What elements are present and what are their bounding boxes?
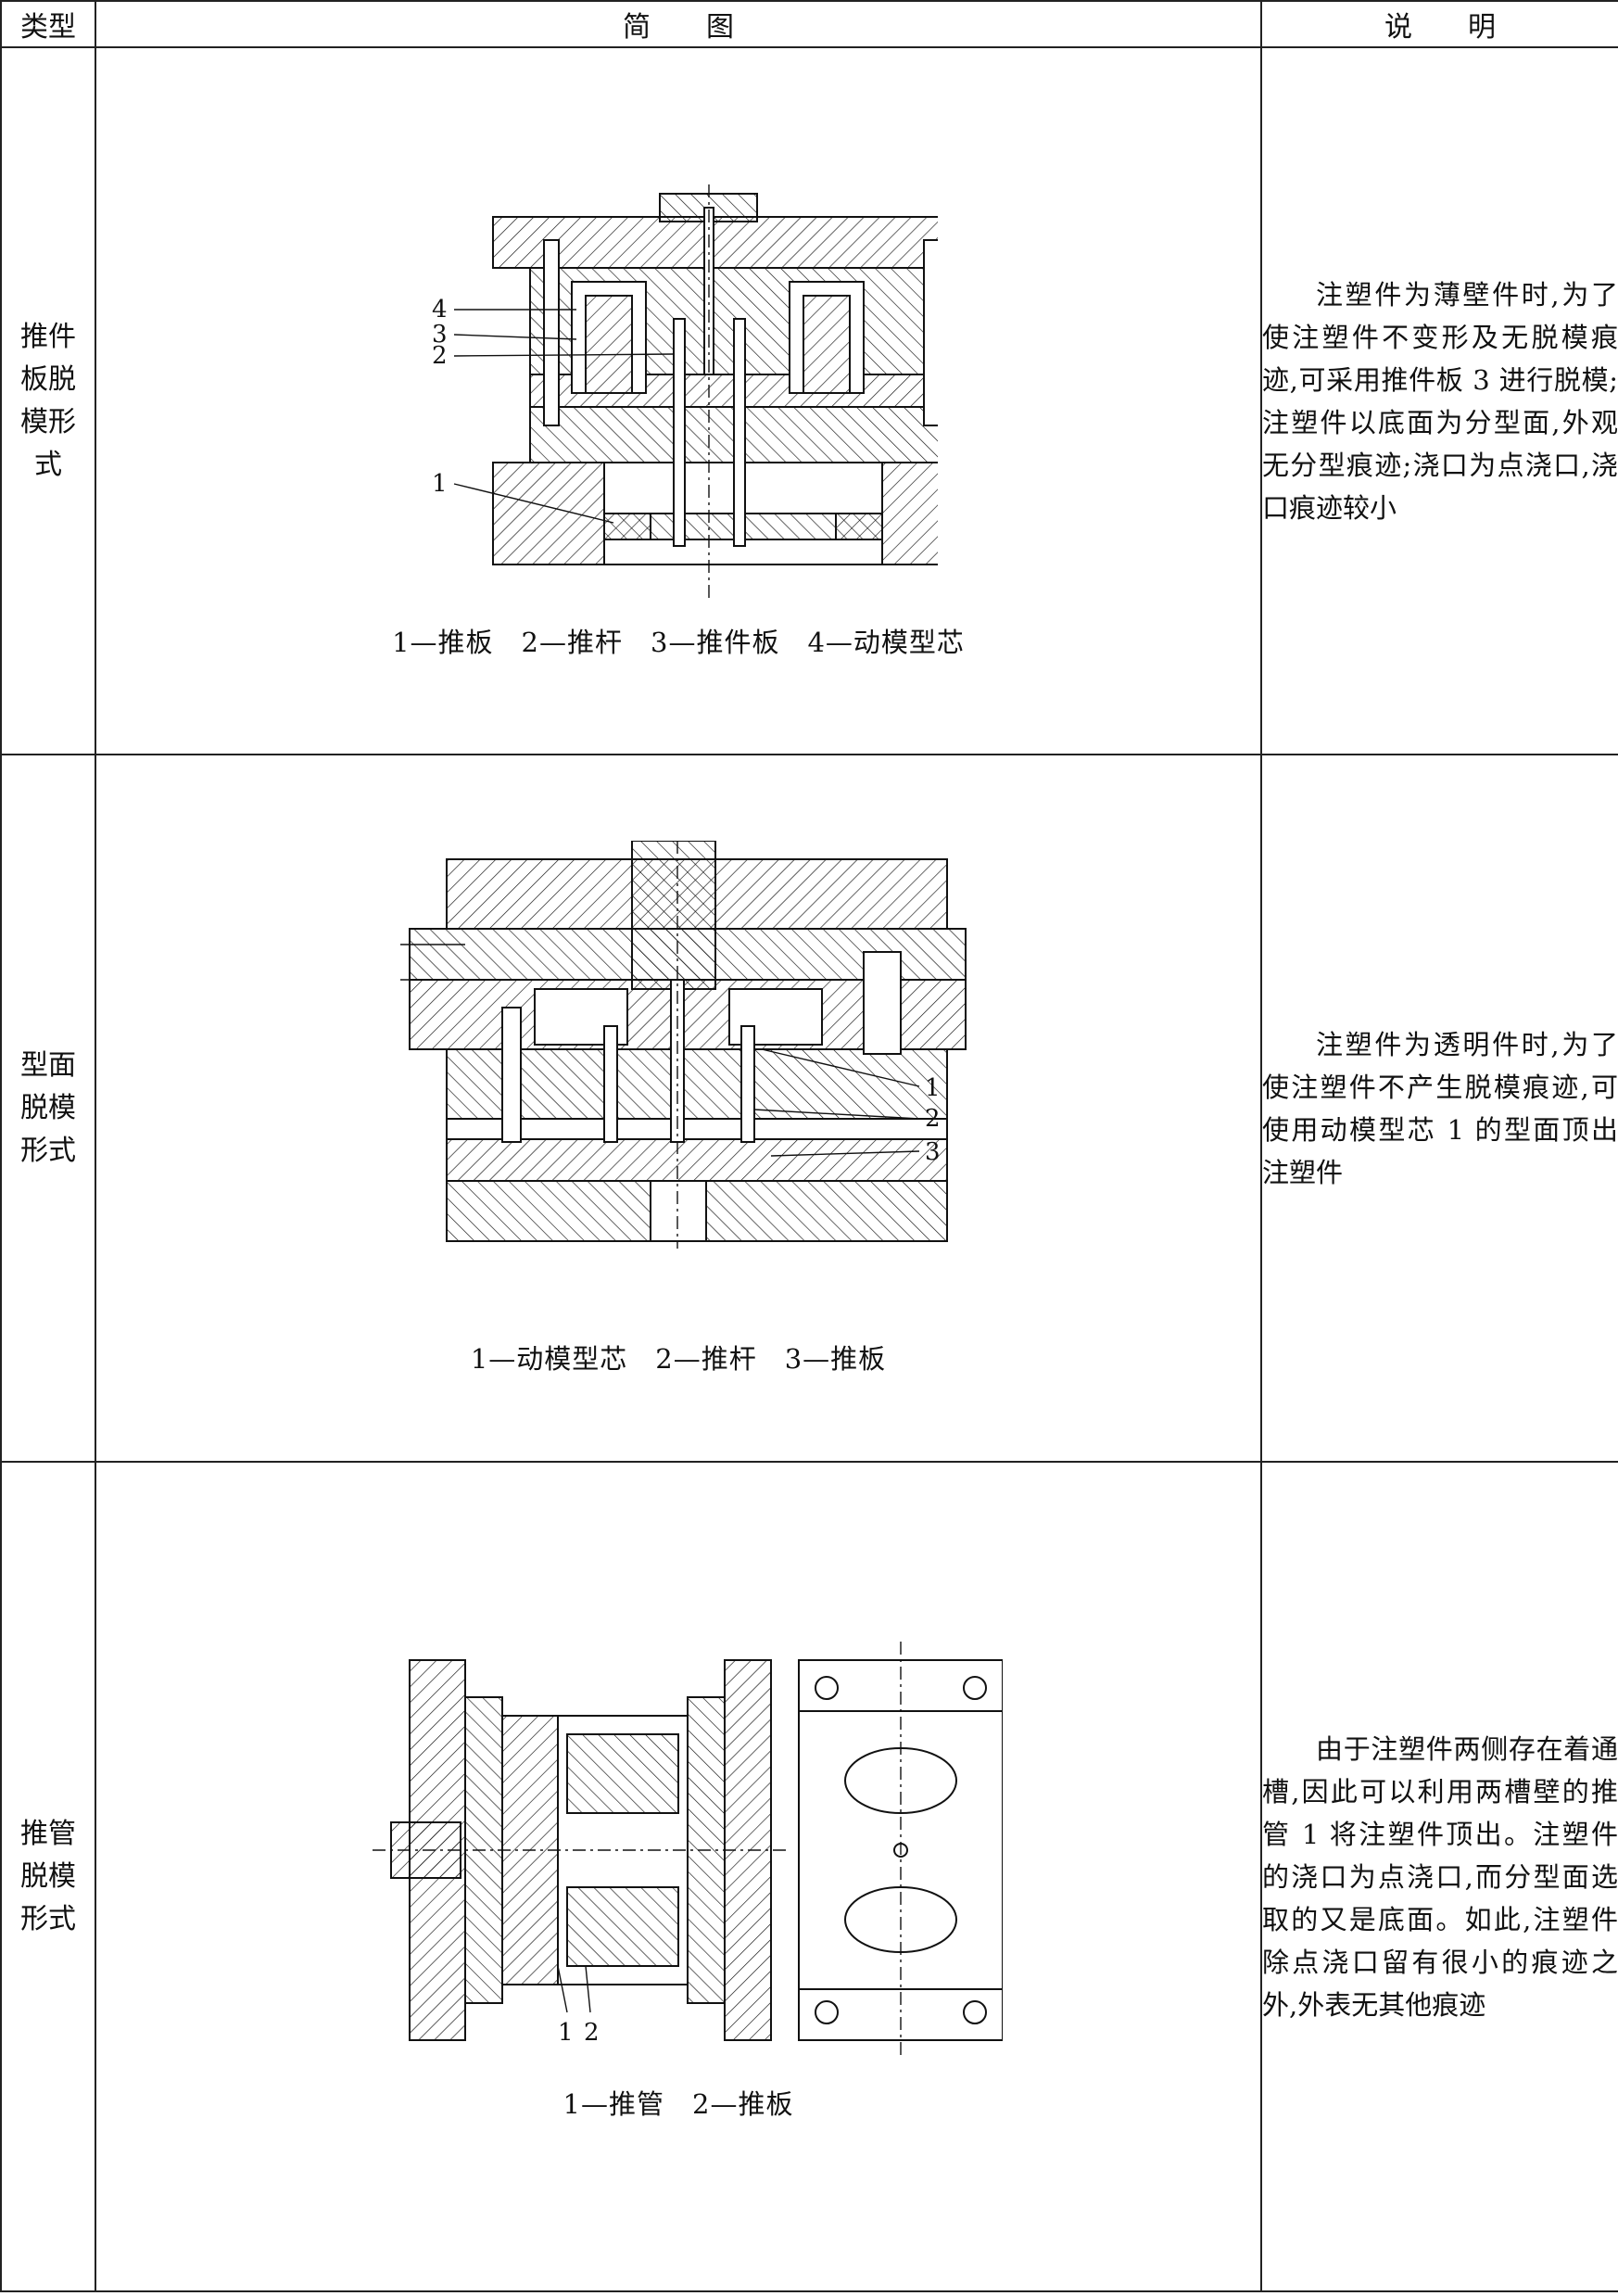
type-line: 推管 [20,1817,76,1850]
type-cell: 推件 板脱 模形 式 [0,46,96,755]
header-description: 说 明 [1260,0,1618,48]
figure-caption: 1—动模型芯 2—推杆 3—推板 [470,1342,887,1375]
callout-label: 2 [925,1105,941,1133]
description-cell: 由于注塑件两侧存在着通槽,因此可以利用两槽壁的推管 1 将注塑件顶出。注塑件的浇… [1260,1461,1618,2292]
type-line: 板脱 [20,362,76,396]
type-line: 形式 [20,1902,76,1935]
callout-label: 3 [432,321,448,349]
figure-cell: 4 3 2 1 1—推板 2—推杆 3—推件板 4—动模型芯 [95,46,1262,755]
table-row: 推管 脱模 形式 1 2 [0,1461,1618,2292]
type-line: 式 [34,448,62,481]
callout-label: 1 [432,470,448,498]
figure-caption: 1—推管 2—推板 [563,2087,794,2120]
callout-label: 1 [925,1074,941,1102]
description-cell: 注塑件为透明件时,为了使注塑件不产生脱模痕迹,可使用动模型芯 1 的型面顶出注塑… [1260,754,1618,1463]
type-line: 推件 [20,320,76,353]
stripper-plate-mold-drawing: 4 3 2 1 [432,184,938,602]
type-cell: 型面 脱模 形式 [0,754,96,1463]
header-row: 类型 简 图 说 明 [0,0,1618,48]
type-cell: 推管 脱模 形式 [0,1461,96,2292]
table-row: 型面 脱模 形式 [0,754,1618,1463]
figure-cell: 1 2 3 1—动模型芯 2—推杆 3—推板 [95,754,1262,1463]
description-text: 注塑件为薄壁件时,为了使注塑件不变形及无脱模痕迹,可采用推件板 3 进行脱模;注… [1262,278,1618,524]
description-text: 注塑件为透明件时,为了使注塑件不产生脱模痕迹,可使用动模型芯 1 的型面顶出注塑… [1262,1028,1618,1188]
callout-label: 2 [432,342,448,370]
type-line: 型面 [20,1048,76,1082]
figure-cell: 1 2 1—推管 2—推板 [95,1461,1262,2292]
figure-caption: 1—推板 2—推杆 3—推件板 4—动模型芯 [392,626,965,658]
header-figure: 简 图 [95,0,1262,48]
callout-label: 4 [432,296,448,323]
callout-label: 1 [558,2019,574,2047]
table-row: 推件 板脱 模形 式 [0,46,1618,755]
header-type: 类型 [0,0,96,48]
callout-label: 2 [584,2019,600,2047]
ejector-sleeve-mold-drawing: 1 2 [373,1641,1003,2059]
description-text: 由于注塑件两侧存在着通槽,因此可以利用两槽壁的推管 1 将注塑件顶出。注塑件的浇… [1262,1732,1618,2021]
type-line: 脱模 [20,1859,76,1893]
callout-label: 3 [925,1138,941,1166]
type-line: 脱模 [20,1091,76,1124]
type-line: 形式 [20,1134,76,1167]
surface-ejection-mold-drawing: 1 2 3 [400,840,967,1249]
description-cell: 注塑件为薄壁件时,为了使注塑件不变形及无脱模痕迹,可采用推件板 3 进行脱模;注… [1260,46,1618,755]
type-line: 模形 [20,405,76,438]
